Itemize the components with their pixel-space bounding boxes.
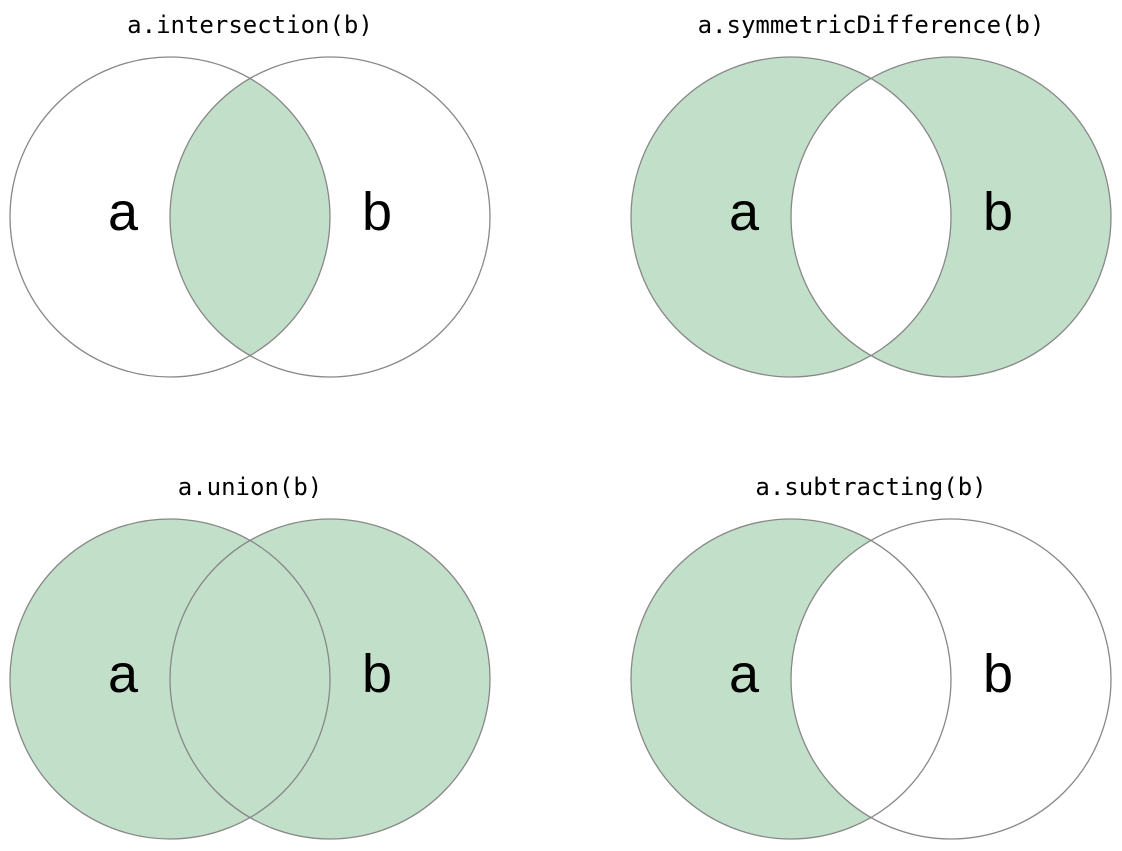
- circle-b-outline: [169, 56, 491, 378]
- region-intersection-fill: [170, 519, 330, 839]
- circle-a-outline: [630, 56, 952, 378]
- circle-a-outline: [9, 56, 331, 378]
- set-a-label: a: [108, 644, 139, 704]
- circle-b-outline: [169, 518, 491, 840]
- set-b-label: b: [983, 644, 1013, 704]
- circle-a-outline: [630, 518, 952, 840]
- set-a-label: a: [729, 644, 760, 704]
- set-b-label: b: [983, 182, 1013, 242]
- panel-title: a.union(b): [177, 473, 323, 501]
- panel-title: a.subtracting(b): [755, 473, 987, 501]
- set-a-label: a: [729, 182, 760, 242]
- circle-b-outline: [790, 518, 1112, 840]
- panel-title: a.symmetricDifference(b): [697, 11, 1045, 39]
- set-b-label: b: [362, 644, 392, 704]
- circle-a-outline: [9, 518, 331, 840]
- circle-b-outline: [790, 56, 1112, 378]
- set-b-label: b: [362, 182, 392, 242]
- set-a-label: a: [108, 182, 139, 242]
- panel-title: a.intersection(b): [127, 11, 373, 39]
- region-intersection-fill: [170, 57, 330, 377]
